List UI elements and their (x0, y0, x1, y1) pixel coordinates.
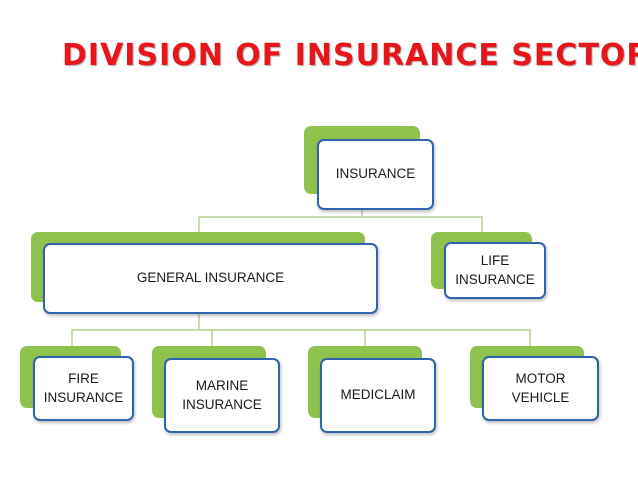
node-fire-insurance-line-1: FIRE (68, 371, 99, 387)
node-fire-insurance-line-2: INSURANCE (43, 389, 124, 405)
node-motor-vehicle-line-1: MOTOR (515, 371, 566, 387)
node-marine-insurance-line-2: INSURANCE (182, 396, 262, 412)
node-motor-vehicle-line-2: VEHICLE (511, 389, 570, 405)
node-general-insurance-label: GENERAL INSURANCE (136, 270, 285, 286)
connector-general-to-children (71, 308, 531, 346)
node-insurance-label: INSURANCE (335, 166, 416, 182)
diagram-title: DIVISION OF INSURANCE SECTOR (62, 38, 638, 73)
node-mediclaim-label: MEDICLAIM (340, 387, 416, 403)
node-life-insurance-line-1: LIFE (480, 253, 510, 269)
node-marine-insurance-line-1: MARINE (195, 378, 249, 394)
node-life-insurance-line-2: INSURANCE (455, 271, 535, 287)
